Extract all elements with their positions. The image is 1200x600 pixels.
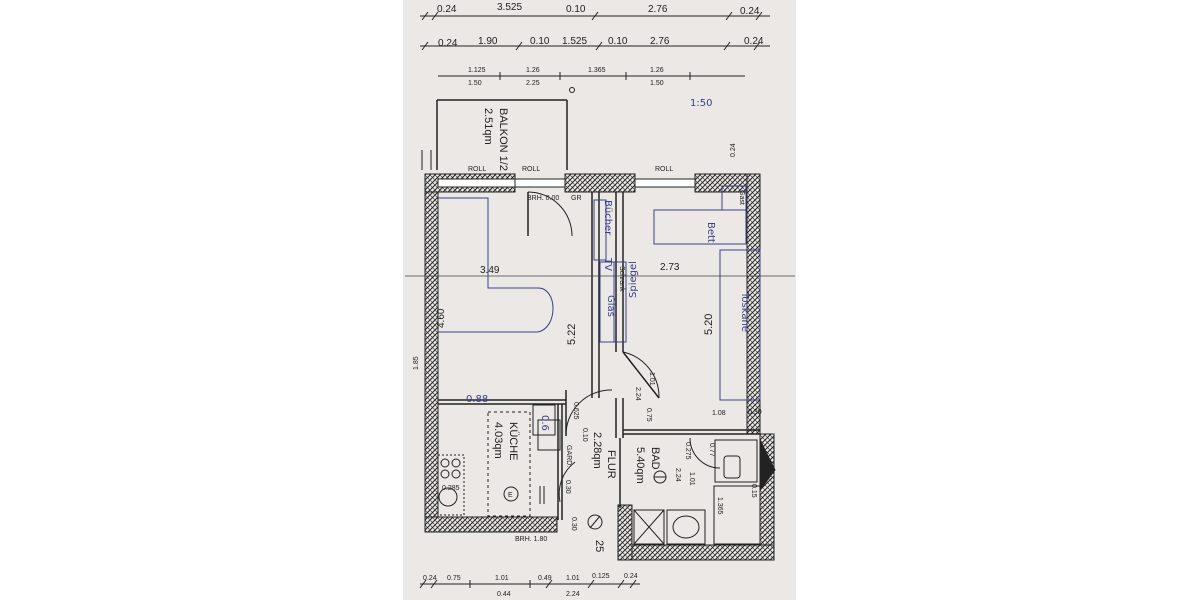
dim-bot-2: 0.75 xyxy=(447,575,461,582)
dim-bot-5: 1.01 xyxy=(566,575,580,582)
left-dim: 1.85 xyxy=(413,356,420,370)
dim-bot-3: 1.01 xyxy=(495,575,509,582)
bath-name: BAD xyxy=(649,447,661,470)
dim-top2-1: 0.24 xyxy=(438,38,458,49)
kitchen-dim-06: 0.6 xyxy=(539,415,550,431)
dim-top2-5: 0.10 xyxy=(608,36,628,47)
scale-note: 1:50 xyxy=(690,98,712,109)
kitchen-dim-088: 0.88 xyxy=(466,394,488,405)
door-dim-101: 1.01 xyxy=(648,372,655,386)
dim-top3-4: 1.26 xyxy=(650,67,664,74)
bath-dim-1365: 1.365 xyxy=(716,497,723,515)
living-height-center: 5.22 xyxy=(566,324,578,345)
dim-bot-8: 0.44 xyxy=(497,591,511,598)
dim-top1-5: 0.24 xyxy=(740,6,760,17)
radiator-number: 25 xyxy=(593,540,605,552)
dim-top3-6: 2.25 xyxy=(526,80,540,87)
dim-top1-1: 0.24 xyxy=(437,4,457,15)
gr-label: GR xyxy=(571,195,582,202)
e-marker: E xyxy=(508,492,513,499)
dim-bot-7: 0.24 xyxy=(624,573,638,580)
bath-dim-030: 0.30 xyxy=(748,409,762,416)
handwritten-sketches xyxy=(438,185,761,401)
bed-width: 2.73 xyxy=(660,262,680,273)
bottom-dimension-lines xyxy=(419,579,640,589)
dim-bot-1: 0.24 xyxy=(423,575,437,582)
doors xyxy=(527,191,721,503)
hall-dim-030a: 0.30 xyxy=(564,480,571,494)
interior-walls xyxy=(438,192,760,520)
bed-height: 5.20 xyxy=(703,314,715,335)
top-dimension-texts: 0.24 3.525 0.10 2.76 0.24 0.24 1.90 0.10… xyxy=(437,2,764,109)
hand-tv: TV xyxy=(602,257,613,271)
hand-glas: Glas xyxy=(605,295,616,317)
outer-walls xyxy=(424,173,775,561)
windows xyxy=(437,178,696,188)
hand-bett: Bett xyxy=(705,222,716,243)
dim-bot-9: 2.24 xyxy=(566,591,580,598)
hand-gast: Gast xyxy=(738,190,745,205)
dim-top3-2: 1.26 xyxy=(526,67,540,74)
dim-top2-6: 2.76 xyxy=(650,36,670,47)
bath-dim-015: 0.15 xyxy=(750,484,757,498)
roll-label-1: ROLL xyxy=(468,166,486,173)
dim-top2-3: 0.10 xyxy=(530,36,550,47)
radiator-mark xyxy=(587,514,603,530)
hand-toskane: Toskane xyxy=(739,291,750,332)
dim-top2-4: 1.525 xyxy=(562,36,587,47)
balcony xyxy=(421,87,575,170)
dim-top1-2: 3.525 xyxy=(497,2,522,13)
bath-dim-101: 1.01 xyxy=(688,472,695,486)
hall-dim-0625: 0.625 xyxy=(572,402,579,420)
gard-label: GARD. xyxy=(565,445,572,467)
hand-spiegel: Spiegel xyxy=(628,261,639,298)
dim-top2-2: 1.90 xyxy=(478,36,498,47)
dim-bot-4: 0.49 xyxy=(538,575,552,582)
top-dimension-lines xyxy=(420,11,770,80)
dim-top3-3: 1.365 xyxy=(588,67,606,74)
dim-top1-4: 2.76 xyxy=(648,4,668,15)
living-width: 3.49 xyxy=(480,265,500,276)
bath-dim-0275: 0.275 xyxy=(684,442,691,460)
right-wall-dim: 0.24 xyxy=(730,143,737,157)
hall-name: FLUR xyxy=(605,450,617,479)
brh-top: BRH. 0.00 xyxy=(527,195,559,202)
roll-label-3: ROLL xyxy=(655,166,673,173)
hall-area: 2.28qm xyxy=(591,432,603,469)
dim-bot-6: 0.125 xyxy=(592,573,610,580)
balcony-area: 2.51qm xyxy=(482,108,494,145)
kitchen-area: 4.03qm xyxy=(492,422,504,459)
hand-schrank: Schrank xyxy=(618,266,625,292)
dim-top3-7: 1.50 xyxy=(650,80,664,87)
bath-dim-224: 2.24 xyxy=(674,468,681,482)
kitchen-name: KÜCHE xyxy=(507,422,519,461)
door-dim-224: 2.24 xyxy=(634,387,641,401)
hall-dim-010: 0.10 xyxy=(581,428,588,442)
kitchen-dim-0285: 0.285 xyxy=(442,485,460,492)
v-dim-075: 0.75 xyxy=(645,408,652,422)
bath-dim-108: 1.08 xyxy=(712,410,726,417)
balcony-name: BALKON 1/2 xyxy=(497,108,509,171)
fixtures xyxy=(437,404,776,545)
brh-bottom: BRH. 1.80 xyxy=(515,536,547,543)
dim-top1-3: 0.10 xyxy=(566,4,586,15)
dim-top3-5: 1.50 xyxy=(468,80,482,87)
hand-buecher: Bücher xyxy=(602,200,613,236)
bath-dim-077: 0.77 xyxy=(708,443,715,457)
dim-top3-1: 1.125 xyxy=(468,67,486,74)
dim-top2-7: 0.24 xyxy=(744,36,764,47)
bath-area: 5.40qm xyxy=(634,447,646,484)
living-height-left: 4.60 xyxy=(436,308,447,328)
roll-label-2: ROLL xyxy=(522,166,540,173)
hall-dim-030b: 0.30 xyxy=(570,517,577,531)
bottom-dimension-texts: 0.24 0.75 1.01 0.49 1.01 0.125 0.24 0.44… xyxy=(423,573,638,598)
